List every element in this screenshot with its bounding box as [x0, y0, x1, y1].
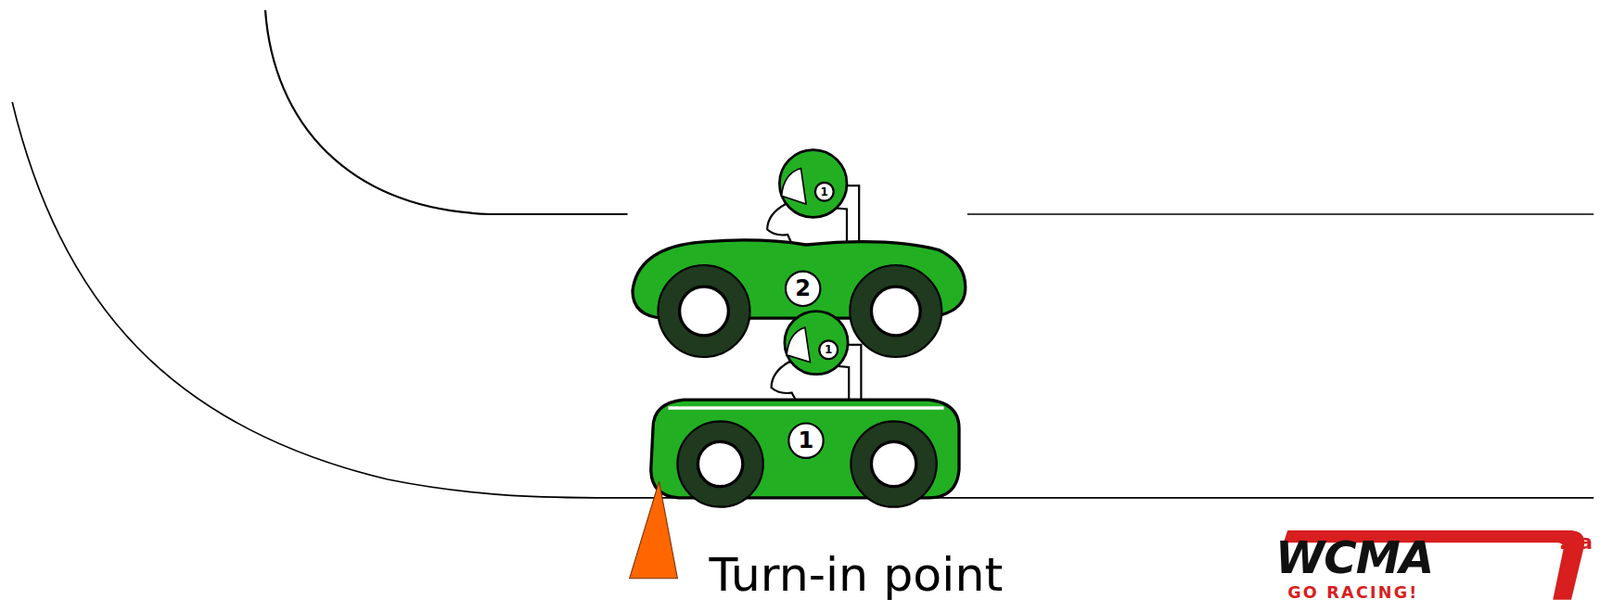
logo-domain: .ca — [1559, 531, 1593, 552]
driver-helmet — [784, 311, 848, 375]
track-edges — [12, 10, 1594, 499]
race-car-1 — [651, 311, 960, 508]
helmet-number-badge — [815, 182, 834, 202]
helmet-number: 1 — [824, 344, 832, 356]
inner-track-edge — [265, 10, 628, 215]
tire — [850, 421, 936, 507]
helmet-visor — [786, 327, 810, 362]
tire — [849, 265, 942, 358]
helmet-number: 1 — [820, 186, 829, 198]
driver-helmet — [779, 150, 847, 218]
wheel-hub — [870, 441, 916, 487]
helmet-visor — [781, 168, 807, 205]
logo-wordmark: WCMA — [1275, 536, 1434, 581]
body-highlight — [668, 406, 945, 410]
car-number: 1 — [798, 429, 815, 452]
wheel-hub — [679, 286, 730, 336]
logo-slogan: GO RACING! — [1287, 584, 1419, 602]
wheel-hub — [870, 286, 921, 336]
tire — [658, 265, 751, 358]
outer-track-edge — [12, 102, 1594, 499]
traffic-cone — [629, 481, 679, 579]
number-roundel — [788, 423, 823, 459]
wheel-hub — [697, 441, 743, 487]
car-number: 2 — [794, 277, 811, 300]
turn-in-label: Turn-in point — [709, 550, 1004, 599]
tire — [677, 421, 763, 507]
inner-track-edge — [967, 213, 1594, 216]
number-roundel — [785, 271, 820, 307]
helmet-number-badge — [819, 340, 838, 359]
